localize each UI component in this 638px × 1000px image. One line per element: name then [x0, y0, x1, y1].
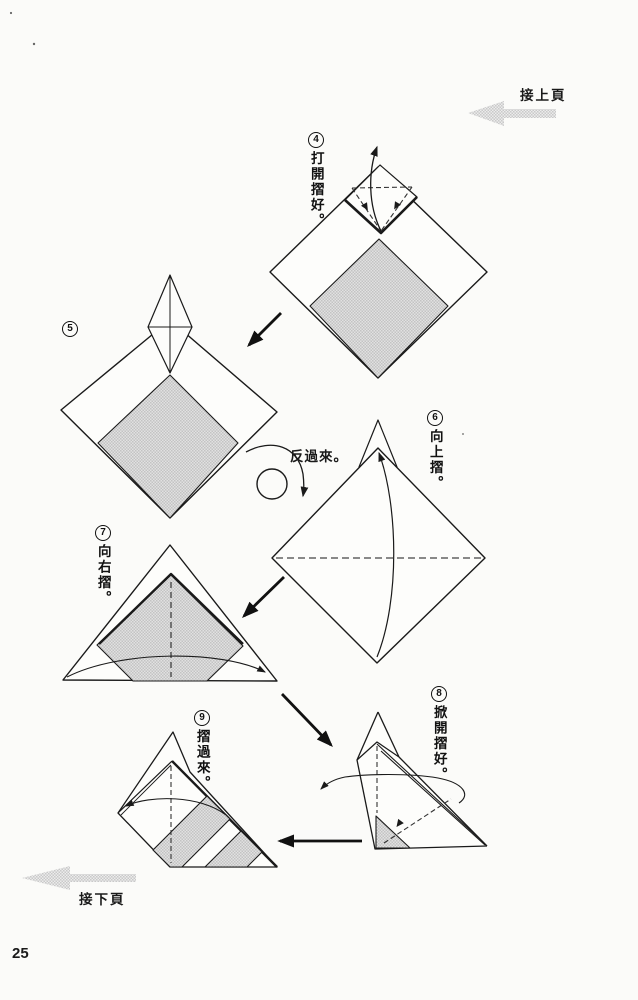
prev-page-arrow-icon: [468, 101, 556, 126]
step-8-number: 8: [431, 686, 447, 702]
step-6-number: 6: [427, 410, 443, 426]
step8-inner-flap: [356, 741, 400, 761]
step4-shaded-square: [309, 238, 449, 379]
transition-arrow-6-7: [241, 575, 285, 618]
step4-flap-thick-edge: [344, 196, 418, 235]
step8-layer-edges: [376, 743, 488, 847]
step8-outer-right-edge: [377, 711, 400, 758]
flip-over-icon: [245, 444, 309, 500]
step6-square: [271, 447, 486, 664]
step-9-label: 9 摺過來。: [194, 710, 210, 791]
step-5-figure: [60, 274, 278, 519]
step8-hidden-crease: [383, 798, 452, 844]
step-5-number: 5: [62, 321, 78, 337]
page-number: 25: [12, 945, 29, 962]
step-6-figure: [271, 419, 486, 664]
next-page-link: 接下頁: [79, 892, 126, 907]
step-4-figure: [269, 145, 488, 379]
step-4-label: 4 打開摺好。: [308, 132, 324, 229]
step-7-label: 7 向右摺。: [95, 525, 111, 606]
step4-crease-arrowhead-left: [360, 202, 368, 211]
paper-specks: [9, 11, 464, 435]
step-8-caption: 掀開摺好。: [431, 705, 447, 783]
step6-fold-arrow: [376, 451, 395, 658]
step9-inner-left-edge-2: [120, 764, 172, 816]
step5-shaded-square: [97, 374, 239, 519]
step-4-number: 4: [308, 132, 324, 148]
step-9-number: 9: [194, 710, 210, 726]
step-9-figure: [117, 731, 278, 868]
transition-arrow-7-8: [280, 693, 333, 748]
step-9-caption: 摺過來。: [194, 729, 210, 791]
step-6-caption: 向上摺。: [427, 429, 443, 491]
step8-shaded-pocket: [375, 815, 411, 849]
step4-fold-arrow: [370, 145, 382, 232]
step-7-caption: 向右摺。: [95, 544, 111, 606]
step8-open-arrow: [320, 773, 466, 804]
step-8-label: 8 掀開摺好。: [431, 686, 447, 783]
step7-shaded-layer: [96, 574, 244, 682]
flip-over-note: 反過來。: [290, 449, 348, 464]
step7-fold-arrow: [66, 655, 266, 678]
step9-shaded-band-1: [152, 795, 231, 868]
next-page-arrow-icon: [22, 866, 136, 890]
step4-crease-arrowhead-right: [394, 201, 402, 210]
step-5-label: 5: [62, 321, 78, 344]
transition-arrow-4-5: [247, 312, 282, 347]
step-7-number: 7: [95, 525, 111, 541]
step9-shaded-band-2: [204, 830, 263, 868]
step-7-figure: [62, 544, 278, 682]
step8-outline: [356, 711, 488, 850]
step-8-figure: [320, 711, 488, 850]
step9-fold-arrow: [124, 798, 227, 816]
step-6-label: 6 向上摺。: [427, 410, 443, 491]
prev-page-link: 接上頁: [520, 88, 567, 103]
step7-thick-ridge: [98, 572, 244, 645]
step8-crease-arrowhead: [396, 818, 404, 827]
step-4-caption: 打開摺好。: [308, 151, 324, 229]
